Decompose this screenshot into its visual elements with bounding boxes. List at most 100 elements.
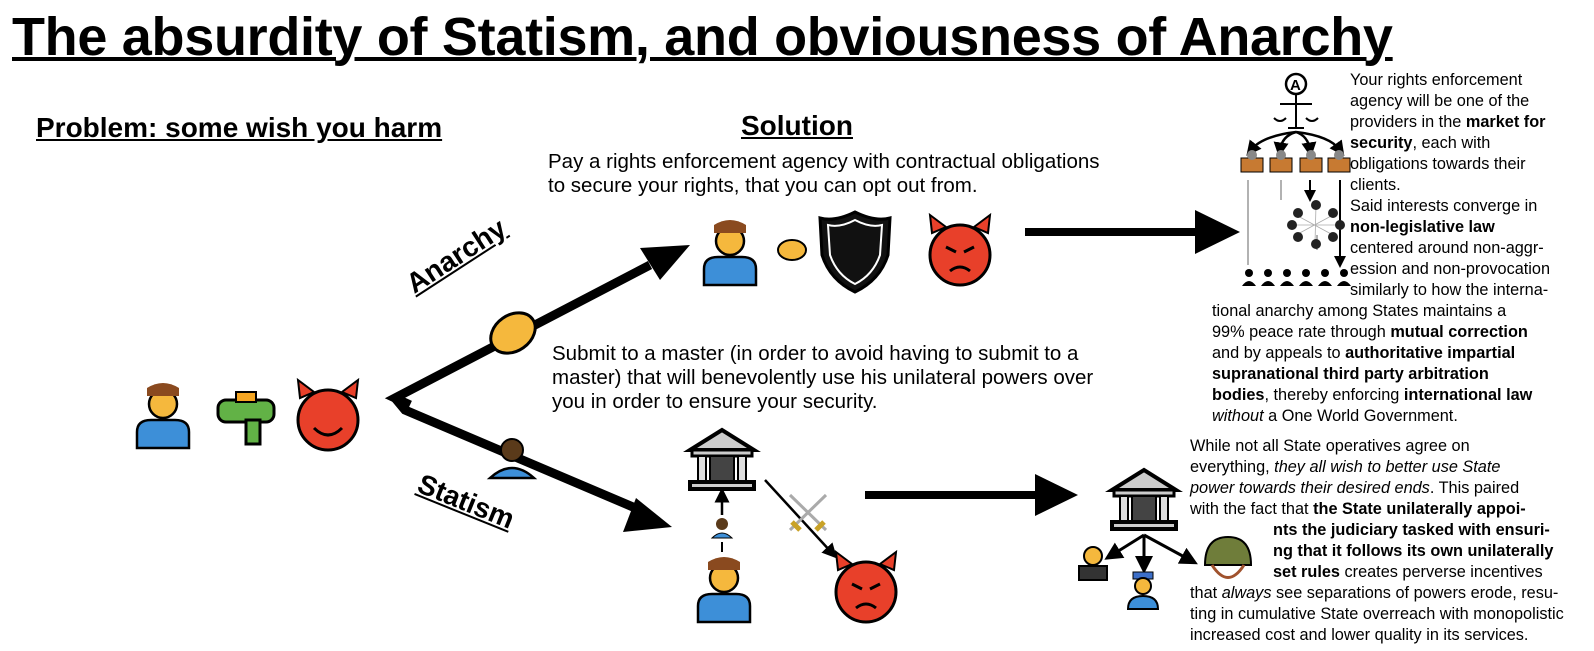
- text-segment: 99% peace rate through: [1212, 323, 1391, 341]
- text-segment: agency will be one of the: [1350, 92, 1530, 110]
- text-line: set rules creates perverse incentives: [1190, 562, 1564, 583]
- smiling-devil-icon: [296, 378, 360, 452]
- text-line: ession and non-provocation: [1212, 259, 1550, 280]
- text-segment: obligations towards their: [1350, 155, 1526, 173]
- text-segment: , thereby enforcing: [1264, 386, 1404, 404]
- statism-explanation: While not all State operatives agree on e…: [1190, 436, 1564, 646]
- text-segment: ting in cumulative State overreach with …: [1190, 605, 1564, 623]
- anarchy-scales-icon: A: [1273, 72, 1319, 129]
- judge-icon: [1078, 546, 1108, 581]
- text-line: While not all State operatives agree on: [1190, 436, 1564, 457]
- text-segment: creates perverse incentives: [1339, 563, 1543, 581]
- military-helmet-icon: [1203, 535, 1253, 579]
- text-segment: ession and non-provocation: [1350, 260, 1551, 278]
- text-line: Your rights enforcement: [1212, 70, 1550, 91]
- bowing-person-icon: [486, 438, 538, 480]
- text-segment: they all wish to better use State: [1274, 458, 1501, 476]
- bowing-person-icon: [710, 518, 734, 539]
- text-line: without a One World Government.: [1212, 406, 1550, 427]
- svg-text:A: A: [1290, 77, 1301, 94]
- text-segment: without: [1212, 407, 1264, 425]
- text-line: agency will be one of the: [1212, 91, 1550, 112]
- text-line: and by appeals to authoritative impartia…: [1212, 343, 1550, 364]
- text-segment: Your rights enforcement: [1350, 71, 1523, 89]
- text-segment: that: [1190, 584, 1222, 602]
- text-line: 99% peace rate through mutual correction: [1212, 322, 1550, 343]
- text-segment: mutual correction: [1390, 323, 1528, 341]
- text-segment: similarly to how the interna-: [1350, 281, 1549, 299]
- text-segment: set rules: [1273, 563, 1340, 581]
- government-building-icon: [1110, 468, 1178, 531]
- text-line: tional anarchy among States maintains a: [1212, 301, 1550, 322]
- text-segment: with the fact that: [1190, 500, 1314, 518]
- text-segment: ng that it follows its own unilaterally: [1273, 542, 1554, 560]
- text-segment: market for: [1465, 113, 1546, 131]
- text-line: Pay a rights enforcement agency with con…: [548, 150, 1100, 173]
- text-line: non-legislative law: [1212, 217, 1550, 238]
- text-segment: nts the judiciary tasked with ensuri-: [1273, 521, 1550, 539]
- state-branch-arrows: [1104, 533, 1198, 574]
- crossed-swords-icon: [788, 493, 828, 532]
- text-line: power towards their desired ends. This p…: [1190, 478, 1564, 499]
- text-line: increased cost and lower quality in its …: [1190, 625, 1564, 646]
- anarchy-explanation: Your rights enforcement agency will be on…: [1212, 70, 1550, 427]
- text-segment: everything,: [1190, 458, 1275, 476]
- text-segment: power towards their desired ends: [1190, 479, 1430, 497]
- text-segment: a One World Government.: [1263, 407, 1458, 425]
- text-segment: authoritative impartial: [1345, 344, 1516, 362]
- text-line: clients.: [1212, 175, 1550, 196]
- text-segment: increased cost and lower quality in its …: [1190, 626, 1529, 644]
- statism-description: Submit to a master (in order to avoid ha…: [552, 342, 1093, 414]
- text-line: Submit to a master (in order to avoid ha…: [552, 342, 1079, 365]
- text-line: to secure your rights, that you can opt …: [548, 174, 978, 197]
- text-segment: Said interests converge in: [1350, 197, 1538, 215]
- shield-icon: [818, 210, 892, 294]
- text-segment: While not all State operatives agree on: [1190, 437, 1470, 455]
- water-gun-icon: [216, 391, 276, 446]
- problem-heading: Problem: some wish you harm: [36, 112, 443, 143]
- statism-arrowhead: [623, 498, 672, 532]
- solution-heading: Solution: [741, 110, 853, 141]
- text-line: similarly to how the interna-: [1212, 280, 1550, 301]
- text-line: that always see separations of powers er…: [1190, 583, 1564, 604]
- right-arrow: [1025, 210, 1240, 254]
- text-segment: clients.: [1350, 176, 1401, 194]
- text-segment: bodies: [1212, 386, 1265, 404]
- text-line: security, each with: [1212, 133, 1550, 154]
- anarchy-description: Pay a rights enforcement agency with con…: [548, 150, 1100, 198]
- text-segment: non-legislative law: [1350, 218, 1495, 236]
- text-segment: and by appeals to: [1212, 344, 1346, 362]
- anarchy-arrowhead: [640, 245, 690, 280]
- text-line: you in order to ensure your security.: [552, 390, 878, 413]
- text-line: with the fact that the State unilaterall…: [1190, 499, 1564, 520]
- text-segment: international law: [1403, 386, 1533, 404]
- text-line: supranational third party arbitration: [1212, 364, 1550, 385]
- text-segment: , each with: [1412, 134, 1491, 152]
- text-segment: the State unilaterally appoi-: [1313, 500, 1526, 518]
- anarchy-law-diagram: A: [1240, 72, 1351, 286]
- text-segment: see separations of powers erode, resu-: [1271, 584, 1559, 602]
- handshake-icon: [777, 239, 807, 261]
- text-line: bodies, thereby enforcing international …: [1212, 385, 1550, 406]
- handshake-icon: [489, 311, 537, 355]
- page-title: The absurdity of Statism, and obviousnes…: [12, 7, 1393, 67]
- text-line: centered around non-aggr-: [1212, 238, 1550, 259]
- person-icon: [702, 218, 758, 287]
- text-line: master) that will benevolently use his u…: [552, 366, 1094, 389]
- text-segment: always: [1221, 584, 1272, 602]
- police-officer-icon: [1126, 571, 1160, 610]
- branch-arrows: [384, 261, 653, 515]
- text-line: obligations towards their: [1212, 154, 1550, 175]
- text-segment: security: [1350, 134, 1413, 152]
- text-segment: supranational third party arbitration: [1212, 365, 1489, 383]
- text-segment: providers in the: [1350, 113, 1466, 131]
- text-segment: . This paired: [1429, 479, 1520, 497]
- text-line: nts the judiciary tasked with ensuri-: [1190, 520, 1564, 541]
- text-line: ng that it follows its own unilaterally: [1190, 541, 1564, 562]
- text-line: Said interests converge in: [1212, 196, 1550, 217]
- text-line: ting in cumulative State overreach with …: [1190, 604, 1564, 625]
- text-segment: centered around non-aggr-: [1350, 239, 1544, 257]
- text-line: everything, they all wish to better use …: [1190, 457, 1564, 478]
